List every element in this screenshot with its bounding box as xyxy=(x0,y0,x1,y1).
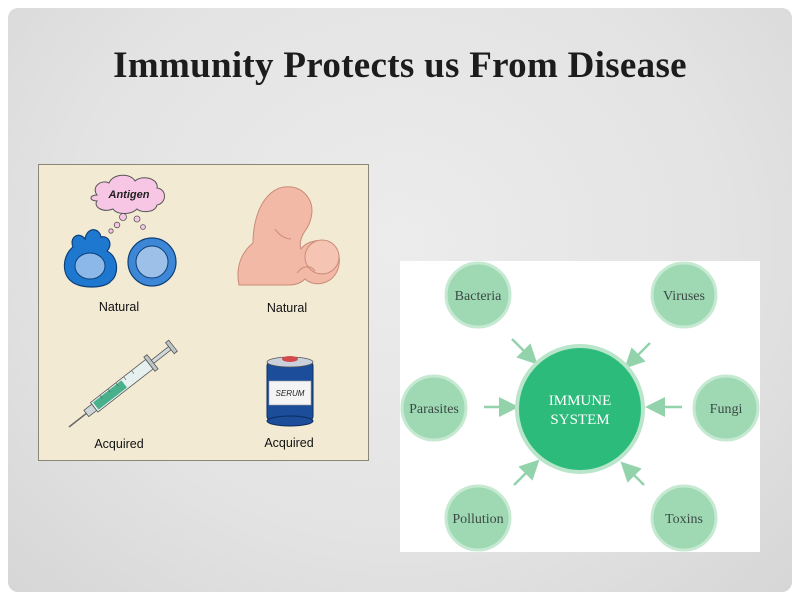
node-parasites-label: Parasites xyxy=(409,402,459,417)
serum-label: SERUM xyxy=(276,389,305,398)
caption-acquired-serum: Acquired xyxy=(264,436,314,450)
antigen-label: Antigen xyxy=(108,189,150,201)
slide-title: Immunity Protects us From Disease xyxy=(113,45,687,86)
node-viruses: Viruses xyxy=(650,261,718,329)
node-fungi: Fungi xyxy=(692,374,760,442)
immune-system-diagram: IMMUNE SYSTEM Bacteria Viruses Parasites… xyxy=(400,261,760,552)
node-viruses-label: Viruses xyxy=(663,289,705,304)
arrow-viruses xyxy=(624,342,651,369)
node-bacteria: Bacteria xyxy=(444,261,512,329)
node-parasites: Parasites xyxy=(400,374,468,442)
immunity-types-panel: Antigen xyxy=(38,164,369,461)
serum-bottle-icon: SERUM xyxy=(266,356,314,427)
node-pollution: Pollution xyxy=(444,484,512,552)
center-line-2: SYSTEM xyxy=(550,412,609,428)
node-fungi-label: Fungi xyxy=(710,402,743,417)
lymphocyte-cell-icon xyxy=(127,237,177,287)
node-bacteria-label: Bacteria xyxy=(455,289,502,304)
center-line-1: IMMUNE xyxy=(549,393,612,409)
immunity-illustrations: Antigen xyxy=(63,174,340,428)
node-toxins-label: Toxins xyxy=(665,512,703,527)
node-toxins: Toxins xyxy=(650,484,718,552)
mother-baby-icon xyxy=(237,186,340,286)
arrow-pollution xyxy=(513,459,540,486)
antigen-cloud-icon: Antigen xyxy=(90,174,165,234)
immune-system-center: IMMUNE SYSTEM xyxy=(515,344,645,474)
macrophage-cell-icon xyxy=(63,229,118,288)
caption-acquired-vaccine: Acquired xyxy=(94,437,144,451)
diagram-arrows xyxy=(484,338,682,486)
arrow-toxins xyxy=(620,461,645,486)
node-pollution-label: Pollution xyxy=(452,512,503,527)
caption-natural-cells: Natural xyxy=(98,300,140,314)
arrow-bacteria xyxy=(511,338,538,365)
caption-natural-mother: Natural xyxy=(266,301,308,315)
syringe-icon xyxy=(68,339,178,428)
immune-diagram-svg: IMMUNE SYSTEM Bacteria Viruses Parasites… xyxy=(400,261,760,552)
